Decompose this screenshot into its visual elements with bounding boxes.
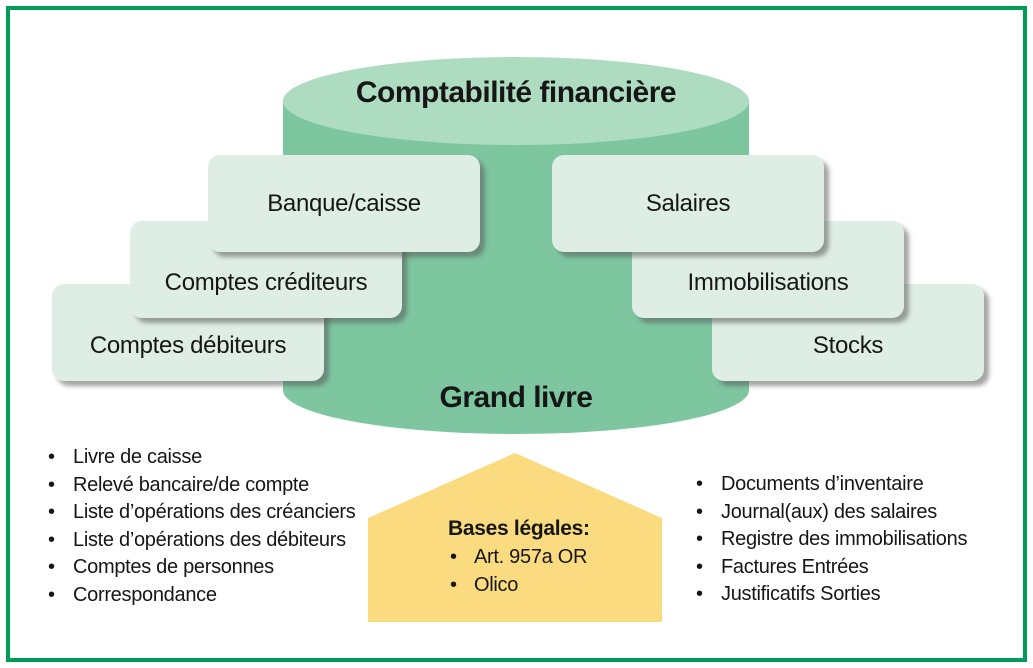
- list-item: Correspondance: [48, 582, 355, 610]
- list-item: Journal(aux) des salaires: [696, 499, 967, 527]
- card-label: Salaires: [645, 189, 731, 217]
- list-item: Factures Entrées: [696, 554, 967, 582]
- list-item: Olico: [448, 571, 590, 599]
- card-label: Banque/caisse: [267, 189, 421, 217]
- list-item: Liste d’opérations des débiteurs: [48, 527, 355, 555]
- cylinder-bottom-ellipse: [283, 346, 749, 434]
- list-item: Relevé bancaire/de compte: [48, 472, 355, 500]
- list-item: Livre de caisse: [48, 444, 355, 472]
- list-item: Documents d’inventaire: [696, 471, 967, 499]
- legal-basis-title: Bases légales:: [448, 517, 590, 540]
- card-label: Comptes créditeurs: [164, 269, 368, 296]
- card-label: Stocks: [812, 332, 884, 359]
- documents-list-right: Documents d’inventaire Journal(aux) des …: [696, 471, 967, 609]
- card-label: Comptes débiteurs: [89, 332, 287, 359]
- list-item: Liste d’opérations des créanciers: [48, 499, 356, 527]
- list-item: Comptes de personnes: [48, 554, 355, 582]
- legal-basis-list: Art. 957a OR Olico: [448, 543, 590, 599]
- legal-basis-content: Bases légales: Art. 957a OR Olico: [448, 515, 590, 599]
- card-banque-caisse: Banque/caisse: [208, 155, 480, 252]
- list-item: Justificatifs Sorties: [696, 581, 967, 609]
- list-item: Registre des immobilisations: [696, 526, 967, 554]
- list-item: Art. 957a OR: [448, 543, 590, 571]
- card-salaires: Salaires: [552, 155, 824, 252]
- card-label: Immobilisations: [687, 269, 849, 296]
- legal-basis-callout: Bases légales: Art. 957a OR Olico: [368, 453, 662, 622]
- documents-list-left: Livre de caisse Relevé bancaire/de compt…: [48, 444, 356, 610]
- cylinder-top-label: Comptabilité financière: [355, 76, 677, 109]
- cylinder-top-ellipse: [283, 57, 749, 145]
- cylinder-bottom-label: Grand livre: [439, 381, 593, 414]
